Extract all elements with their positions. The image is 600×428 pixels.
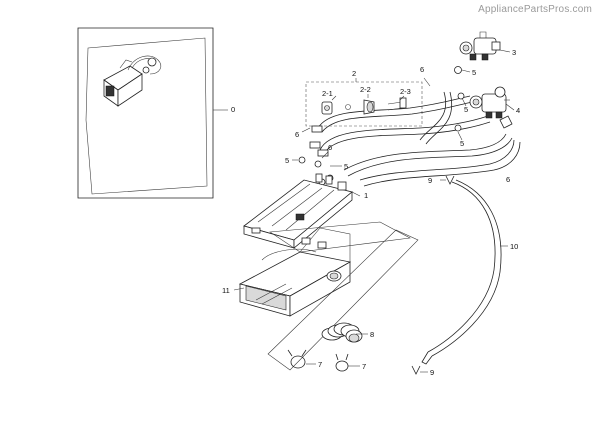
callout-9b: 9 bbox=[430, 368, 434, 377]
callout-5c: 5 bbox=[460, 139, 464, 148]
callout-2-3: 2-3 bbox=[400, 87, 411, 96]
callout-6a: 6 bbox=[420, 65, 424, 74]
callout-5d: 5 bbox=[285, 156, 289, 165]
callout-5a: 5 bbox=[472, 68, 476, 77]
dispenser-housing-11 bbox=[238, 221, 411, 317]
dispenser-housing-1 bbox=[243, 173, 353, 249]
callouts: 0 1 2 2-1 2-2 2-3 3 4 5 5 5 5 5 6 6 6 6 … bbox=[222, 48, 520, 377]
callout-0: 0 bbox=[231, 105, 235, 114]
water-valve-4 bbox=[469, 86, 513, 129]
hose-connectors bbox=[309, 125, 329, 157]
callout-2: 2 bbox=[352, 69, 356, 78]
callout-5e: 5 bbox=[344, 162, 348, 171]
callout-2-1: 2-1 bbox=[322, 89, 333, 98]
callout-1: 1 bbox=[364, 191, 368, 200]
sub-parts-2 bbox=[321, 97, 407, 115]
callout-5b: 5 bbox=[464, 105, 468, 114]
water-valve-3 bbox=[459, 31, 501, 61]
callout-9a: 9 bbox=[428, 176, 432, 185]
callout-4: 4 bbox=[516, 106, 520, 115]
callout-6c: 6 bbox=[328, 143, 332, 152]
clips-9 bbox=[411, 175, 455, 375]
callout-2-2: 2-2 bbox=[360, 85, 371, 94]
lower-outline bbox=[267, 229, 419, 371]
dispenser-assembly-thumbnail bbox=[103, 55, 162, 107]
callout-10: 10 bbox=[510, 242, 518, 251]
bellows-hose-8 bbox=[321, 322, 363, 343]
callout-8: 8 bbox=[370, 330, 374, 339]
callout-6d: 6 bbox=[506, 175, 510, 184]
assembly-2-box bbox=[305, 81, 423, 127]
leader-lines bbox=[233, 49, 515, 373]
callout-11: 11 bbox=[222, 286, 230, 295]
callout-7b: 7 bbox=[362, 362, 366, 371]
callout-7a: 7 bbox=[318, 360, 322, 369]
watermark: AppliancePartsPros.com bbox=[478, 4, 592, 15]
assembly-0-inset bbox=[77, 27, 228, 199]
drain-hose-10 bbox=[421, 179, 502, 365]
hoses-6 bbox=[317, 91, 521, 187]
callout-3: 3 bbox=[512, 48, 516, 57]
callout-6b: 6 bbox=[295, 130, 299, 139]
